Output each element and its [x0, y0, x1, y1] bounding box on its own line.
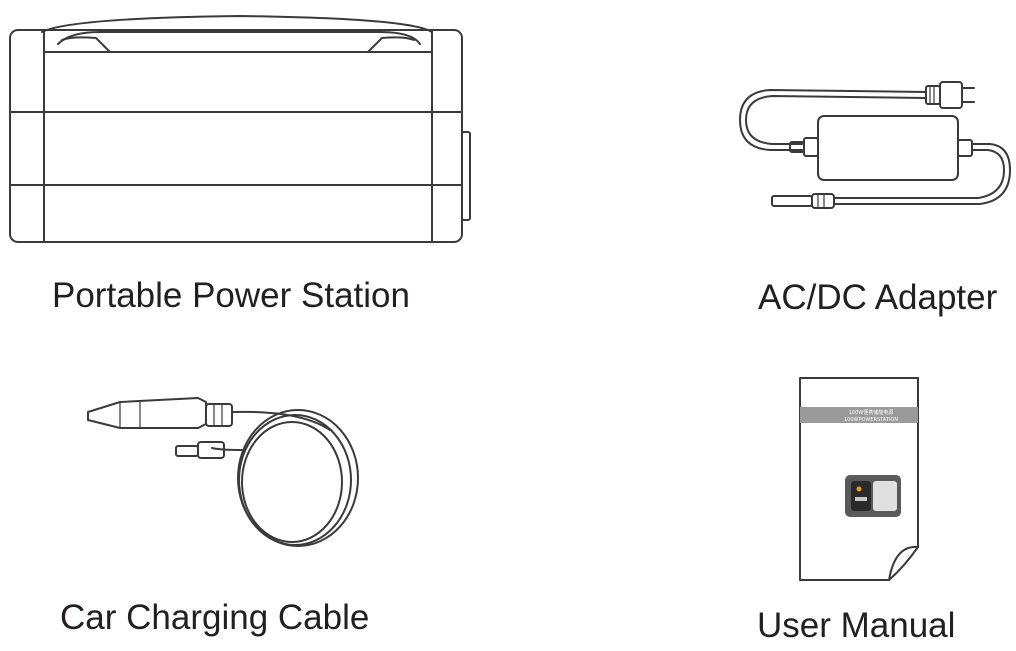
manual-illustration: 100W便携储能电源 100WPOWERSTATION	[799, 377, 919, 581]
manual-title-en: 100WPOWERSTATION	[844, 417, 898, 423]
adapter-illustration	[739, 81, 1011, 209]
manual-label: User Manual	[757, 606, 956, 645]
car-cable-illustration	[87, 397, 359, 547]
power-station-illustration	[9, 15, 471, 243]
adapter-label: AC/DC Adapter	[758, 278, 998, 317]
power-station-label: Portable Power Station	[52, 276, 410, 315]
manual-title-cn: 100W便携储能电源	[849, 409, 894, 416]
car-cable-label: Car Charging Cable	[60, 598, 370, 637]
